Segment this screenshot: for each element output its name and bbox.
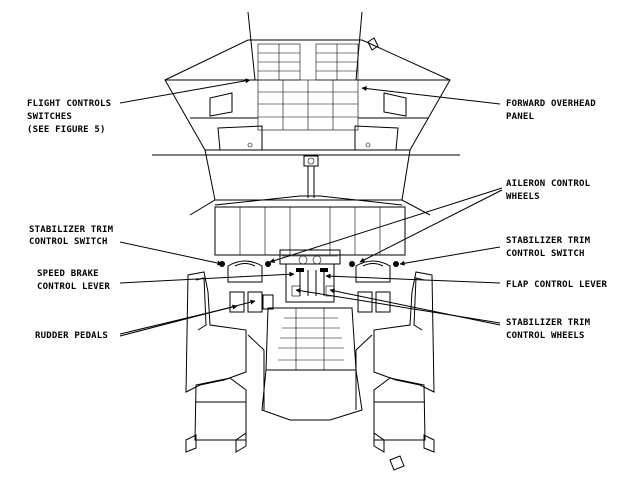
control-stand-drawing — [261, 255, 363, 421]
label-aileron-1: AILERON CONTROL — [506, 179, 591, 189]
leader-forward-overhead — [361, 86, 501, 105]
overhead-panel-drawing — [164, 11, 451, 151]
label-flight-controls-1: FLIGHT CONTROLS — [27, 99, 111, 109]
label-speed-brake-1: SPEED BRAKE — [37, 269, 99, 279]
label-rudder: RUDDER PEDALS — [35, 331, 108, 341]
glareshield-drawing — [152, 149, 460, 216]
leader-rudder-2 — [119, 299, 256, 337]
label-stab-trim-switch-left-1: STABILIZER TRIM — [29, 225, 114, 235]
label-flap: FLAP CONTROL LEVER — [506, 280, 608, 290]
label-forward-overhead-2: PANEL — [506, 112, 534, 122]
label-flight-controls-3: (SEE FIGURE 5) — [27, 125, 106, 135]
label-stab-trim-wheels-1: STABILIZER TRIM — [506, 318, 591, 328]
leader-stab-trim-wheels-2 — [329, 288, 501, 326]
label-stab-trim-wheels-2: CONTROL WHEELS — [506, 331, 585, 341]
label-aileron-2: WHEELS — [506, 192, 540, 202]
leader-stab-trim-switch-right — [399, 246, 501, 266]
leader-flight-controls — [119, 78, 251, 104]
label-speed-brake-2: CONTROL LEVER — [37, 282, 110, 292]
label-forward-overhead-1: FORWARD OVERHEAD — [506, 99, 596, 109]
right-seat-drawing — [355, 271, 435, 471]
leader-flap — [325, 273, 501, 284]
label-stab-trim-switch-right-1: STABILIZER TRIM — [506, 236, 591, 246]
leader-lines — [119, 78, 503, 337]
leader-speed-brake — [119, 271, 295, 284]
leader-stab-trim-switch-left — [119, 241, 223, 266]
callout-labels: FLIGHT CONTROLS SWITCHES (SEE FIGURE 5) … — [27, 99, 608, 341]
label-stab-trim-switch-right-2: CONTROL SWITCH — [506, 249, 585, 259]
left-seat-drawing — [185, 271, 274, 453]
instrument-panel-drawing — [214, 206, 406, 265]
leader-aileron-2 — [359, 189, 503, 263]
label-flight-controls-2: SWITCHES — [27, 112, 72, 122]
label-stab-trim-switch-left-2: CONTROL SWITCH — [29, 237, 108, 247]
leader-aileron-1 — [269, 187, 503, 264]
